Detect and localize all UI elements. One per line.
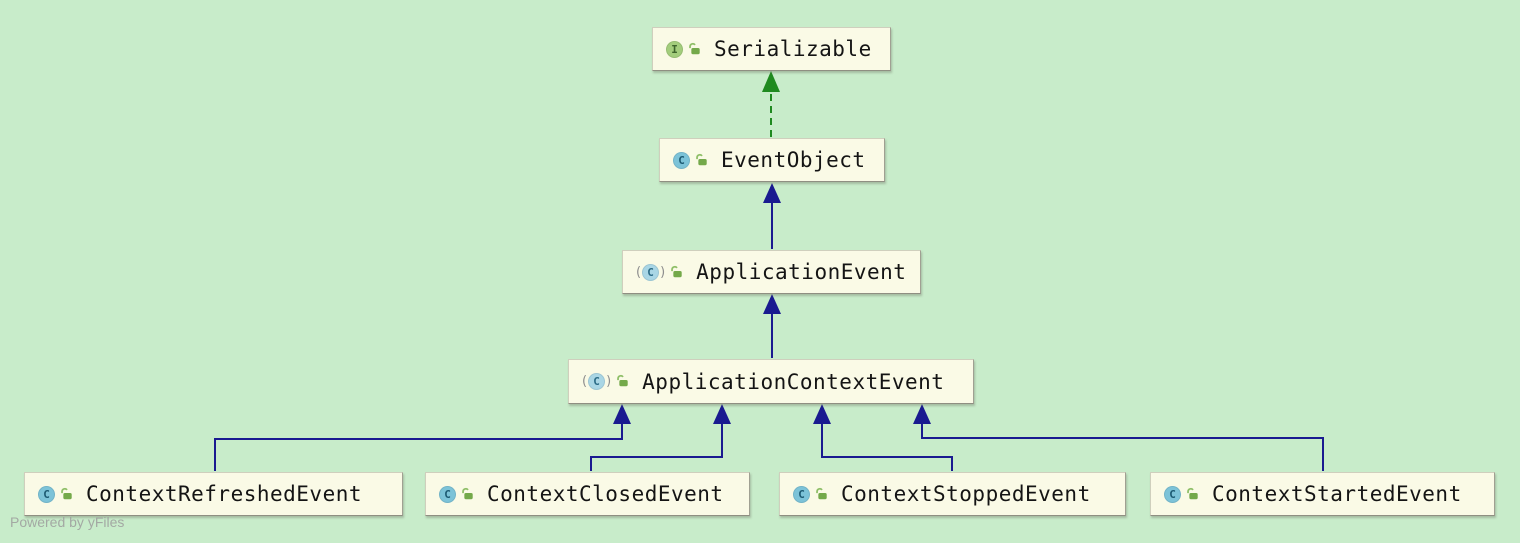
public-open-lock-icon [670,265,683,278]
node-label: ContextStartedEvent [1212,482,1462,506]
public-open-lock-icon [60,487,73,500]
public-open-lock-icon [461,487,474,500]
node-context-started-event[interactable]: C ContextStartedEvent [1150,472,1495,516]
node-label: ContextClosedEvent [487,482,724,506]
node-label: ContextRefreshedEvent [86,482,363,506]
node-context-closed-event[interactable]: C ContextClosedEvent [425,472,750,516]
class-icon: C [793,485,810,503]
edge-extends-contextrefreshedevent-applicationcontextevent[interactable] [214,404,631,471]
class-icon: C [1164,485,1181,503]
public-open-lock-icon [815,487,828,500]
edge-implements-eventobject-serializable[interactable] [762,71,780,137]
interface-icon: I [666,40,683,58]
edge-extends-contextstoppedevent-applicationcontextevent[interactable] [813,404,953,471]
public-open-lock-icon [1186,487,1199,500]
node-context-stopped-event[interactable]: C ContextStoppedEvent [779,472,1126,516]
node-label: EventObject [721,148,866,172]
public-open-lock-icon [688,42,701,55]
node-label: ContextStoppedEvent [841,482,1091,506]
abstract-class-icon: C [636,263,665,281]
public-open-lock-icon [616,374,629,387]
public-open-lock-icon [695,153,708,166]
node-event-object[interactable]: C EventObject [659,138,885,182]
node-context-refreshed-event[interactable]: C ContextRefreshedEvent [24,472,403,516]
node-application-context-event[interactable]: C ApplicationContextEvent [568,359,974,404]
yfiles-watermark: Powered by yFiles [10,514,125,530]
node-label: Serializable [714,37,872,61]
edge-extends-contextclosedevent-applicationcontextevent[interactable] [590,404,731,471]
node-label: ApplicationEvent [696,260,907,284]
edge-extends-contextstartedevent-applicationcontextevent[interactable] [913,404,1324,471]
node-application-event[interactable]: C ApplicationEvent [622,250,921,294]
edge-extends-applicationcontextevent-applicationevent[interactable] [763,294,781,358]
node-serializable[interactable]: I Serializable [652,27,891,71]
class-icon: C [673,151,690,169]
node-label: ApplicationContextEvent [642,369,945,394]
class-icon: C [38,485,55,503]
edge-extends-applicationevent-eventobject[interactable] [763,183,781,249]
abstract-class-icon: C [582,373,611,390]
class-icon: C [439,485,456,503]
